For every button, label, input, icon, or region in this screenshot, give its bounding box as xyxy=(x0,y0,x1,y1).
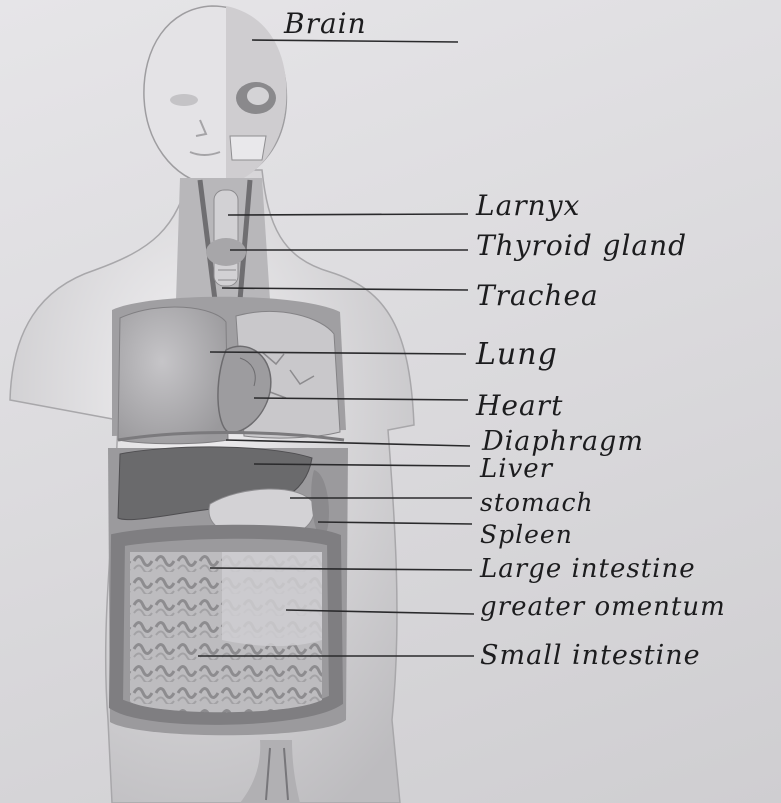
label-spleen: Spleen xyxy=(480,522,573,547)
label-small-intestine: Small intestine xyxy=(480,642,701,669)
label-greater-omentum: greater omentum xyxy=(480,594,726,620)
leader-brain xyxy=(252,40,458,42)
label-liver: Liver xyxy=(480,456,553,482)
label-lung: Lung xyxy=(476,340,558,370)
label-larynx: Larnyx xyxy=(476,192,580,220)
leader-larynx xyxy=(228,214,468,215)
label-heart: Heart xyxy=(476,392,563,420)
label-trachea: Trachea xyxy=(476,282,599,310)
neck-structures xyxy=(176,178,270,300)
label-diaphragm: Diaphragm xyxy=(482,428,644,455)
label-thyroid-gland: Thyroid gland xyxy=(476,232,687,260)
label-brain: Brain xyxy=(284,10,367,38)
label-large-intestine: Large intestine xyxy=(480,556,696,582)
label-stomach: stomach xyxy=(480,490,594,515)
head xyxy=(144,6,287,186)
thoracic-cavity xyxy=(112,297,346,444)
abdominal-organs xyxy=(108,447,348,735)
